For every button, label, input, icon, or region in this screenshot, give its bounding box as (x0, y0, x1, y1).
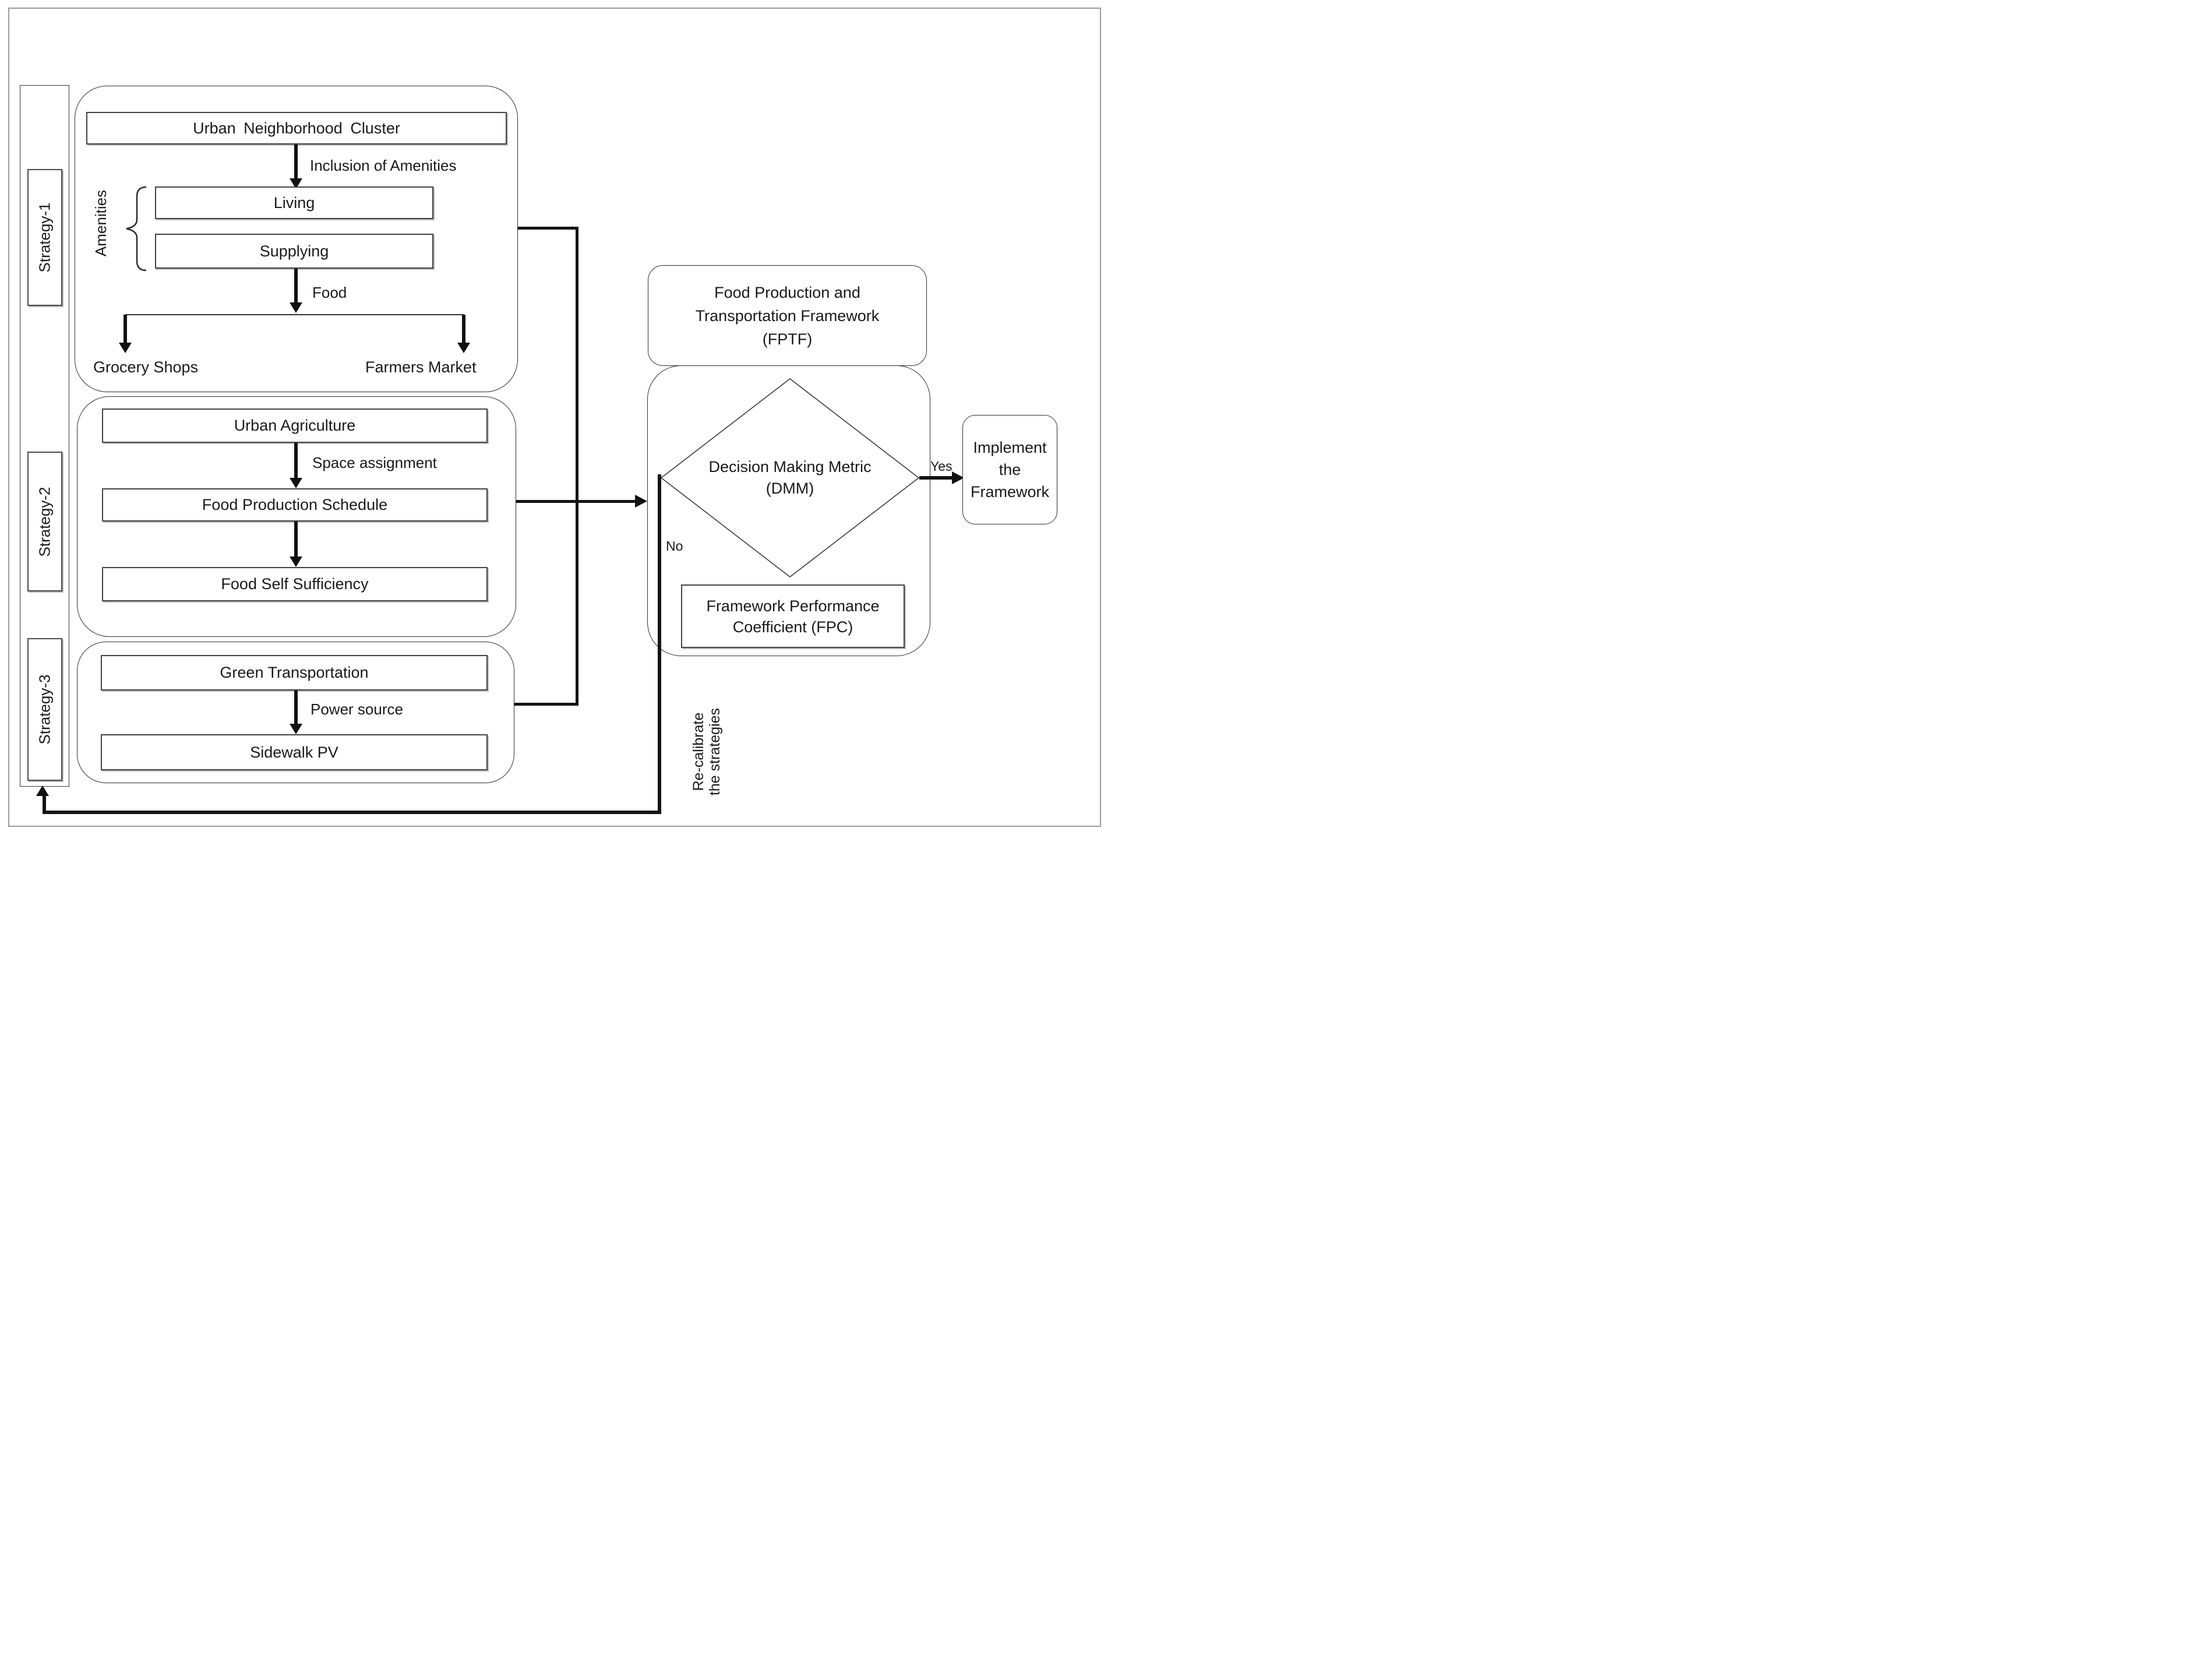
fptf-line3: (FPTF) (762, 330, 813, 348)
space-arrow-head (290, 478, 302, 488)
strategy3-output-connector (514, 703, 577, 706)
yes-label: Yes (930, 459, 952, 474)
merge-connector-line (576, 227, 578, 706)
strategy2-label-box: Strategy-2 (27, 452, 62, 591)
supplying-label: Supplying (259, 242, 329, 260)
living-label: Living (273, 193, 315, 212)
amenities-brace (126, 186, 147, 272)
recalibrate-label: Re-calibrate the strategies (690, 696, 723, 807)
food-arrow-head (290, 302, 302, 313)
food-arrow-shaft (294, 269, 298, 302)
living-box: Living (155, 186, 433, 219)
recalibrate-line1: Re-calibrate (690, 712, 707, 791)
grocery-shops-label: Grocery Shops (93, 358, 199, 376)
flowchart-canvas: Strategy-1 Strategy-2 Strategy-3 Urban N… (0, 0, 1106, 833)
yes-arrow-head (952, 471, 964, 484)
amenities-label: Amenities (91, 189, 110, 257)
food-production-schedule-box: Food Production Schedule (102, 488, 488, 522)
implement-line3: Framework (970, 483, 1049, 501)
recalibrate-line2: the strategies (707, 707, 723, 796)
inclusion-arrow-shaft (294, 145, 298, 178)
power-edge-label: Power source (311, 700, 403, 718)
page-border (8, 8, 1101, 827)
farmers-arrow-head (457, 343, 470, 353)
food-split-line (125, 314, 464, 315)
farmers-arrow-shaft (462, 315, 465, 343)
implement-framework-box: Implement the Framework (962, 415, 1057, 524)
merged-output-arrow-shaft (516, 500, 635, 503)
merged-output-arrow-head (635, 495, 647, 508)
urban-agriculture-label: Urban Agriculture (234, 417, 356, 434)
power-arrow-head (290, 724, 302, 734)
dmm-line1: Decision Making Metric (708, 458, 872, 476)
feedback-arrow-shaft (43, 796, 46, 812)
feedback-horizontal-line (43, 811, 661, 814)
schedule-arrow-shaft (294, 522, 298, 556)
dmm-label: Decision Making Metric (DMM) (673, 456, 906, 499)
space-edge-label: Space assignment (312, 454, 437, 471)
urban-neighborhood-cluster-label: Urban Neighborhood Cluster (193, 119, 400, 137)
sidewalk-pv-box: Sidewalk PV (101, 734, 488, 770)
food-self-sufficiency-box: Food Self Sufficiency (102, 567, 488, 601)
strategy3-label: Strategy-3 (36, 674, 54, 745)
space-arrow-shaft (294, 443, 298, 478)
inclusion-edge-label: Inclusion of Amenities (310, 157, 457, 174)
strategy1-label: Strategy-1 (36, 202, 54, 273)
fpc-line1: Framework Performance (706, 597, 880, 615)
strategy2-label: Strategy-2 (36, 487, 54, 556)
grocery-arrow-head (119, 343, 132, 353)
fpc-box: Framework Performance Coefficient (FPC) (681, 584, 905, 648)
fptf-box: Food Production and Transportation Frame… (648, 265, 927, 366)
fptf-line2: Transportation Framework (695, 307, 880, 325)
schedule-arrow-head (290, 556, 302, 567)
food-self-sufficiency-label: Food Self Sufficiency (221, 575, 369, 593)
food-edge-label: Food (312, 284, 347, 301)
fptf-line1: Food Production and (714, 283, 860, 301)
yes-arrow-shaft (919, 476, 952, 480)
dmm-line2: (DMM) (765, 480, 814, 497)
no-feedback-vertical-line (658, 474, 661, 814)
green-transportation-label: Green Transportation (220, 664, 369, 681)
grocery-arrow-shaft (124, 315, 127, 343)
urban-neighborhood-cluster-box: Urban Neighborhood Cluster (86, 112, 507, 145)
fpc-line2: Coefficient (FPC) (732, 618, 853, 636)
strategy1-label-box: Strategy-1 (27, 169, 62, 306)
no-label: No (666, 538, 683, 554)
implement-line2: the (999, 461, 1021, 478)
dmm-diamond (660, 378, 920, 578)
implement-line1: Implement (973, 439, 1047, 456)
feedback-arrow-head (36, 786, 49, 796)
food-production-schedule-label: Food Production Schedule (202, 496, 388, 513)
inclusion-arrow-head (290, 178, 302, 189)
urban-agriculture-box: Urban Agriculture (102, 408, 488, 443)
sidewalk-pv-label: Sidewalk PV (250, 743, 338, 761)
green-transportation-box: Green Transportation (101, 655, 488, 691)
supplying-box: Supplying (155, 234, 433, 269)
strategy3-label-box: Strategy-3 (27, 638, 62, 781)
strategy1-output-connector (518, 227, 577, 230)
power-arrow-shaft (294, 691, 298, 724)
farmers-market-label: Farmers Market (365, 358, 477, 376)
